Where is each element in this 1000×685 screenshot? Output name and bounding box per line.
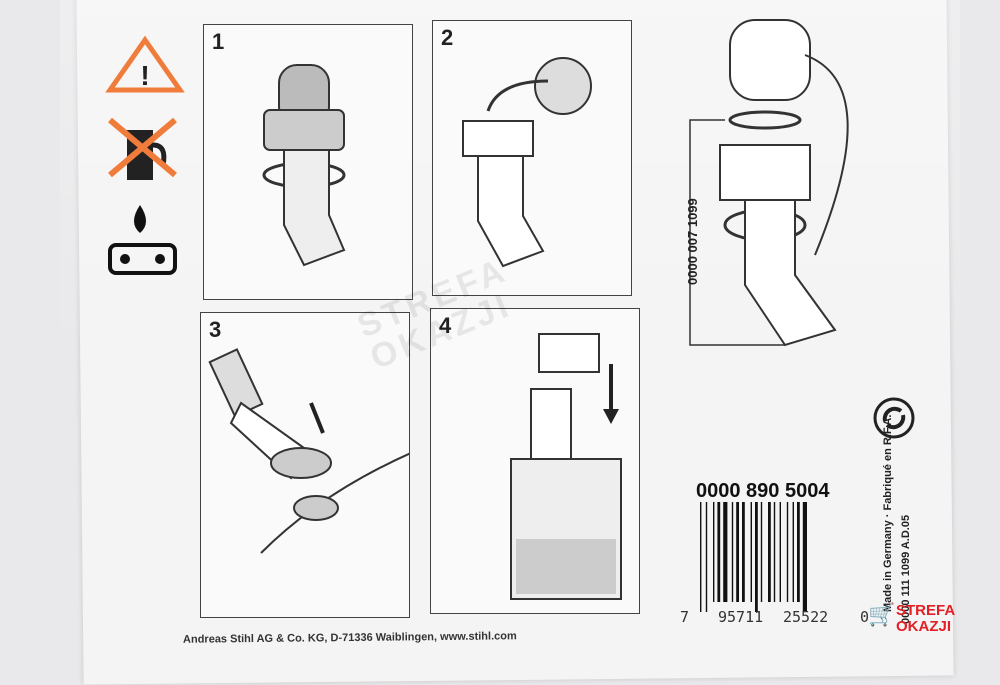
barcode-bar (742, 502, 745, 602)
watermark-logo: 🛒 STREFA OKAZJI (868, 602, 956, 635)
oil-chain-icon (108, 205, 177, 275)
barcode-digit: 0 (860, 608, 870, 626)
barcode-bar (717, 502, 721, 602)
warning-icons: ! (105, 35, 185, 275)
exploded-part-number: 0000 007 1099 (685, 198, 700, 285)
barcode-bar (760, 502, 763, 602)
step-panel-3: 3 (200, 312, 410, 618)
open-cap-illustration (462, 57, 592, 268)
step-panel-4: 4 (430, 308, 640, 614)
barcode-bar (786, 502, 789, 602)
barcode-bar (713, 502, 715, 602)
barcode-bar (723, 502, 728, 602)
warning-triangle-icon: ! (105, 35, 185, 93)
no-fuel-icon (108, 117, 177, 180)
svg-text:!: ! (140, 60, 149, 91)
barcode-bar (755, 502, 758, 612)
barcode-bar (797, 502, 800, 602)
barcode (700, 502, 807, 612)
recycle-icon (873, 397, 915, 439)
step-panel-2: 2 (432, 20, 632, 296)
barcode-bar (705, 502, 708, 612)
step-panel-1: 1 (203, 24, 413, 300)
exploded-view-illustration (689, 19, 849, 347)
barcode-bar (700, 502, 702, 612)
nozzle-cap-illustration (262, 64, 346, 267)
step-number: 2 (441, 25, 454, 50)
product-number: 0000 890 5004 (696, 480, 830, 502)
barcode-digits-left: 95711 (718, 608, 764, 626)
barcode-bar (792, 502, 794, 602)
barcode-bar (750, 502, 752, 602)
barcode-digits-right: 25522 (783, 608, 829, 626)
barcode-bar (779, 502, 781, 602)
barcode-bar (768, 502, 771, 602)
cart-icon: 🛒 (868, 602, 896, 627)
refill-illustration (510, 333, 622, 600)
step-number: 1 (212, 29, 225, 54)
made-in-germany-text: Made in Germany · Fabriqué en R.F.A. (882, 414, 894, 612)
barcode-digit: 7 (680, 608, 690, 626)
barcode-bar (736, 502, 739, 602)
step-number: 3 (209, 317, 222, 342)
attach-to-canister-illustration (208, 348, 409, 554)
barcode-bar (773, 502, 776, 602)
step-number: 4 (439, 313, 452, 338)
barcode-bar (731, 502, 734, 602)
barcode-bar (802, 502, 807, 612)
